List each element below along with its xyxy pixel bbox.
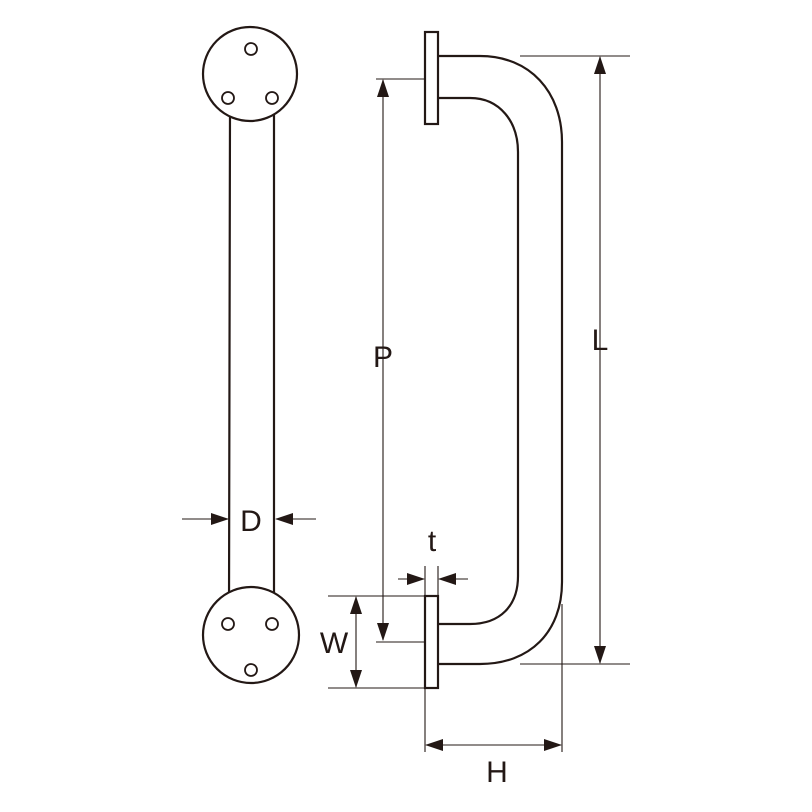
top-mount-hole-3 [265, 91, 279, 105]
bottom-flange-side [423, 594, 440, 690]
top-flange-plate [201, 25, 299, 123]
dimension-p: P [373, 78, 425, 643]
side-view-handle [435, 54, 564, 666]
side-view: P L W t [320, 30, 630, 789]
front-view: D [182, 25, 316, 685]
label-l: L [592, 324, 609, 357]
label-p: P [373, 341, 393, 374]
dimension-h: H [424, 604, 563, 789]
bottom-mount-hole-1 [221, 617, 235, 631]
label-d: D [240, 505, 262, 538]
label-w: W [320, 627, 349, 660]
label-h: H [486, 756, 508, 789]
dimension-l: L [520, 55, 630, 665]
top-flange-side [423, 30, 440, 126]
bottom-flange-plate [201, 585, 301, 685]
top-mount-hole-2 [221, 91, 235, 105]
label-t: t [428, 525, 437, 558]
front-view-bar [227, 107, 276, 613]
top-mount-hole-1 [244, 42, 258, 56]
bottom-mount-hole-3 [244, 663, 258, 677]
bottom-mount-hole-2 [265, 617, 279, 631]
dimension-w: W [320, 595, 425, 689]
dimension-d: D [182, 505, 316, 538]
dimension-t: t [398, 525, 468, 596]
